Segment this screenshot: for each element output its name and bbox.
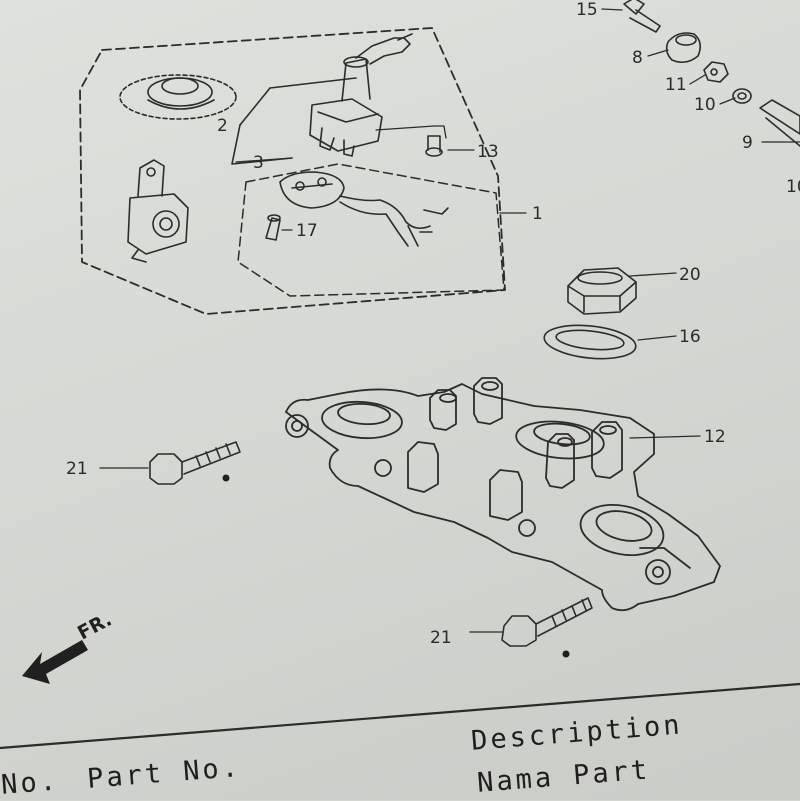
callout-21-left: 21 [66,459,88,479]
callout-2: 2 [217,116,228,136]
shaft-9 [759,99,800,147]
washer-10 [732,88,752,104]
callout-20: 20 [679,265,701,285]
callout-3: 3 [253,153,264,173]
leader-lines [99,8,800,633]
callout-16: 16 [679,327,701,347]
screw-13 [425,135,443,157]
alignment-mark-dot [562,650,570,658]
stem-nut-20 [567,267,637,315]
table-top-rule [0,682,800,750]
front-direction-arrow-icon [22,640,88,684]
screw-17 [265,214,281,241]
bolt-15 [623,0,661,33]
callout-17: 17 [296,221,318,241]
callout-21-right: 21 [430,628,452,648]
callout-10b: 10 [786,177,800,197]
ignition-switch [309,33,413,157]
switch-subgroup-boundary [237,163,505,297]
callout-15: 15 [576,0,598,20]
washer-16 [543,324,637,360]
steering-lock [127,159,189,263]
bolt-21-left [149,441,241,485]
callout-1: 1 [532,204,543,224]
callout-13: 13 [477,142,499,162]
callout-8: 8 [632,48,643,68]
nut-11 [703,61,729,83]
callout-labels: 15 8 11 10 9 10 2 3 13 1 17 20 16 12 21 … [66,0,800,648]
top-bridge-12 [285,377,721,612]
ignition-cover-cap [119,74,237,120]
cap-nut-8 [665,32,702,64]
ignition-contact-base [279,171,449,247]
ignition-assembly-group-boundary [79,27,506,315]
callout-10: 10 [694,95,716,115]
table-header-no: No. [0,765,61,801]
front-direction-label: FR. [74,608,115,644]
callout-9: 9 [742,133,753,153]
callout-11: 11 [665,75,687,95]
bolt-21-right [501,597,593,647]
callout-12: 12 [704,427,726,447]
alignment-mark-dot [222,474,230,482]
